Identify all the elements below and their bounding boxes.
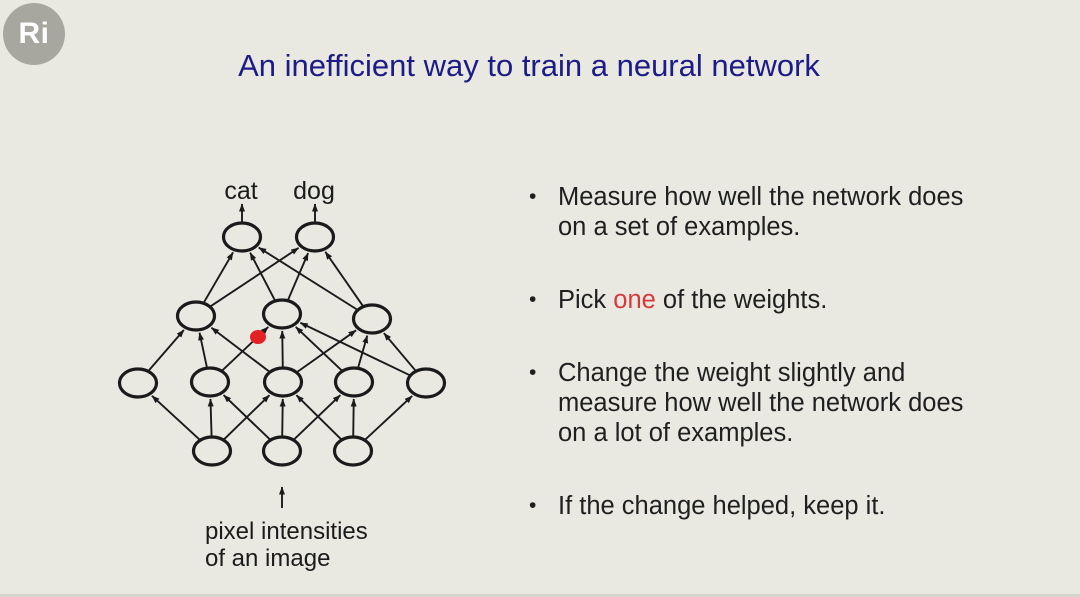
accent-word: one (613, 286, 656, 314)
bullet-marker: • (529, 288, 537, 311)
edge-i1-h1c (223, 394, 271, 440)
edge-i2-h1c (279, 398, 286, 437)
edge-i2-h1b (222, 394, 271, 441)
neuron-node-h1a (117, 367, 159, 399)
bullet-item: • Pick one of the weights. (529, 285, 1009, 315)
edge-h1c-h2c (296, 329, 357, 373)
neuron-node-h1c (262, 366, 304, 398)
selected-weight-dot (250, 330, 266, 344)
neuron-node-o2 (294, 221, 336, 253)
edge-h1a-h2a (148, 329, 185, 372)
bullet-text-line: If the change helped, keep it. (558, 491, 1009, 521)
edge-h2a-o1 (203, 251, 234, 303)
neuron-node-h2c (351, 303, 393, 335)
edge-h2b-o2 (287, 252, 309, 301)
text-segment: of the weights. (655, 286, 828, 314)
neuron-node-h1b (189, 366, 231, 398)
neuron-node-h2a (175, 300, 217, 332)
neuron-node-i2 (261, 435, 303, 467)
edge-i3-h1d (350, 398, 357, 437)
edge-i3-h1e (364, 395, 413, 441)
edge-i3-h1c (295, 394, 342, 440)
output-label-dog: dog (293, 177, 335, 205)
bullet-text: Pick one of the weights. (558, 285, 1009, 315)
bullet-text-line: on a set of examples. (558, 212, 1009, 242)
edge-h1d-h2c (357, 335, 369, 368)
text-segment: on a lot of examples. (558, 419, 794, 447)
bullet-item: • If the change helped, keep it. (529, 491, 1009, 521)
bottom-edge-strip (0, 594, 1080, 597)
edge-h2c-o1 (258, 246, 358, 311)
edge-h2a-o2 (210, 247, 300, 308)
edge-h1c-h2a (210, 326, 270, 373)
edge-i1-h1a (151, 395, 201, 441)
edge-i2-h1d (293, 394, 342, 441)
slide-title: An inefficient way to train a neural net… (238, 48, 820, 83)
ri-logo-text: Ri (18, 17, 50, 50)
bullet-text-line: Pick one of the weights. (558, 285, 1009, 315)
edge-h1e-h2c (383, 332, 417, 372)
diagram-caption: pixel intensities of an image (205, 518, 368, 572)
caption-line-1: pixel intensities (205, 518, 368, 545)
bullet-text: If the change helped, keep it. (558, 491, 1009, 521)
text-segment: If the change helped, keep it. (558, 492, 886, 520)
ri-logo: Ri (3, 3, 65, 65)
text-segment: measure how well the network does (558, 389, 964, 417)
edge-h1b-h2b (221, 326, 269, 372)
bullet-text-line: on a lot of examples. (558, 418, 1009, 448)
text-segment: on a set of examples. (558, 213, 801, 241)
edge-h2c-o2 (324, 251, 364, 307)
edge-h1c-h2b (279, 330, 286, 368)
bullet-text-line: Change the weight slightly and (558, 358, 1009, 388)
edge-h1b-h2a (198, 332, 208, 368)
output-label-cat: cat (224, 177, 258, 205)
edge-h1e-h2b (299, 321, 410, 376)
neuron-node-h1d (333, 366, 375, 398)
bullet-text-line: Measure how well the network does (558, 182, 1009, 212)
edge-h1d-h2b (295, 326, 343, 372)
caption-line-2: of an image (205, 544, 331, 572)
bullet-text-line: measure how well the network does (558, 388, 1009, 418)
text-segment: Change the weight slightly and (558, 359, 906, 387)
bullet-marker: • (529, 494, 537, 517)
bullet-marker: • (529, 361, 537, 384)
text-segment: Measure how well the network does (558, 183, 964, 211)
neuron-node-h1e (405, 367, 447, 399)
neuron-node-i1 (191, 435, 233, 467)
neuron-node-i3 (332, 435, 374, 467)
edge-h2b-o1 (249, 252, 276, 301)
edge-i1-h1b (207, 398, 214, 437)
bullet-marker: • (529, 185, 537, 208)
neuron-node-h2b (261, 298, 303, 330)
text-segment: Pick (558, 286, 614, 314)
neuron-node-o1 (221, 221, 263, 253)
